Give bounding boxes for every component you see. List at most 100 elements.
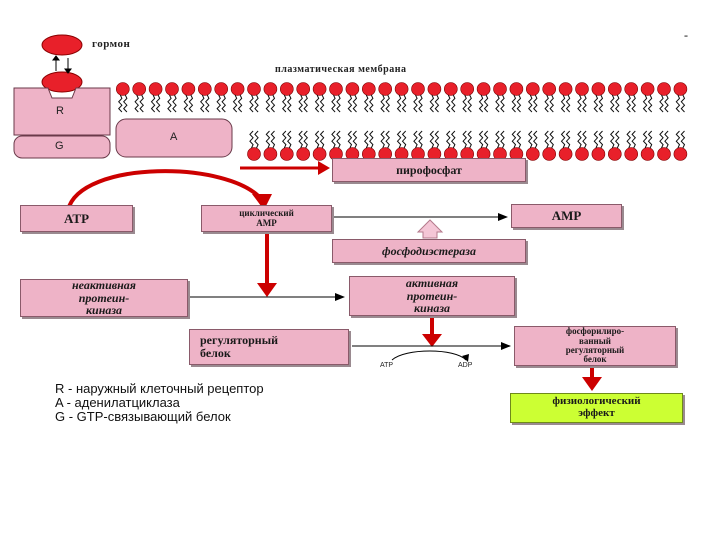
lipid-tail <box>385 94 390 113</box>
lipid-tail <box>254 130 259 149</box>
lipid-tail <box>462 130 467 149</box>
lipid-tail <box>172 94 177 113</box>
lipid-tail <box>434 94 440 113</box>
lipid-tail <box>533 94 538 113</box>
lipid-tail <box>418 130 423 149</box>
lipid-head <box>247 82 261 96</box>
lipid-tail <box>647 130 653 149</box>
lipid-tail <box>150 94 156 113</box>
lipid-head <box>558 147 573 161</box>
lipid-tail <box>282 94 287 113</box>
inactive-kinase-box: неактивная протеин- киназа <box>20 279 188 317</box>
lipid-head <box>624 147 639 161</box>
lipid-tail <box>364 94 369 113</box>
legend-item-A: A - аденилатциклаза <box>55 395 180 410</box>
lipid-tail <box>446 94 451 113</box>
lipid-tail <box>380 130 385 149</box>
lipid-head <box>181 82 196 96</box>
to-effect-head <box>582 377 602 391</box>
lipid-tail <box>319 130 325 149</box>
lipid-tail <box>221 94 226 113</box>
lipid-tail <box>593 94 599 113</box>
lipid-head <box>607 82 622 96</box>
lipid-tail <box>282 130 287 149</box>
corner-mark: - <box>684 28 688 42</box>
lipid-head <box>443 82 458 96</box>
pyrophosphate-box: пирофосфат <box>332 158 526 182</box>
lipid-tail <box>123 94 128 113</box>
lipid-tail <box>270 94 276 113</box>
lipid-tail <box>434 130 440 149</box>
phosphodiesterase-box: фосфодиэстераза <box>332 239 526 263</box>
protein-phosphorylation-head <box>501 342 511 350</box>
lipid-tail <box>483 130 489 149</box>
lipid-tail <box>560 130 566 149</box>
lipid-head <box>279 147 294 161</box>
lipid-tail <box>265 130 271 149</box>
lipid-tail <box>205 94 210 113</box>
lipid-head <box>509 82 524 96</box>
lipid-tail <box>237 94 243 113</box>
lipid-tail <box>331 94 336 113</box>
lipid-tail <box>183 94 189 113</box>
lipid-tail <box>287 130 292 149</box>
lipid-tail <box>336 94 341 113</box>
lipid-head <box>624 82 639 96</box>
membrane-label: плазматическая мембрана <box>275 64 407 75</box>
g-protein-label: G <box>55 140 65 152</box>
lipid-tail <box>478 94 484 113</box>
lipid-tail <box>385 130 390 149</box>
lipid-head <box>525 147 540 161</box>
lipid-tail <box>598 94 604 113</box>
lipid-tail <box>401 94 407 113</box>
lipid-tail <box>631 130 636 149</box>
lipid-tail <box>319 94 325 113</box>
hormone-circle <box>41 34 83 56</box>
lipid-tail <box>565 130 571 149</box>
lipid-tail <box>516 130 522 149</box>
lipid-head <box>329 82 343 96</box>
lipid-tail <box>544 94 549 113</box>
legend: R - наружный клеточный рецептор A - аден… <box>55 382 264 424</box>
lipid-head <box>591 147 606 161</box>
lipid-head <box>607 147 622 161</box>
lipid-tail <box>396 130 402 149</box>
lipid-head <box>673 82 688 96</box>
lipid-head <box>165 82 179 96</box>
lipid-tail <box>642 130 648 149</box>
lipid-tail <box>401 130 407 149</box>
lipid-tail <box>664 130 669 149</box>
lipid-tail <box>577 94 582 113</box>
lipid-tail <box>303 94 308 113</box>
lipid-tail <box>560 94 566 113</box>
lipid-head <box>411 82 425 96</box>
lipid-head <box>394 82 409 96</box>
physiological-effect-box: физиологический эффект <box>510 393 683 423</box>
lipid-head <box>575 82 589 96</box>
lipid-head <box>476 82 491 96</box>
lipid-head <box>525 82 540 96</box>
atp-adp-head <box>462 354 469 362</box>
lipid-tail <box>167 94 172 113</box>
lipid-tail <box>511 94 517 113</box>
lipid-tail <box>467 94 472 113</box>
lipid-head <box>361 82 376 96</box>
lipid-head <box>132 82 146 96</box>
lipid-tail <box>528 94 533 113</box>
lipid-head <box>427 82 442 96</box>
lipid-tail <box>451 94 456 113</box>
lipid-head <box>345 82 360 96</box>
lipid-tail <box>500 130 505 149</box>
lipid-tail <box>565 94 571 113</box>
lipid-tail <box>331 130 336 149</box>
camp-to-amp-head <box>498 213 508 221</box>
hormone-label: гормон <box>92 38 131 50</box>
legend-item-R: R - наружный клеточный рецептор <box>55 381 264 396</box>
lipid-tail <box>418 94 423 113</box>
lipid-tail <box>298 130 303 149</box>
lipid-tail <box>615 94 620 113</box>
lipid-tail <box>336 130 341 149</box>
lipid-tail <box>314 94 320 113</box>
lipid-tail <box>500 94 505 113</box>
